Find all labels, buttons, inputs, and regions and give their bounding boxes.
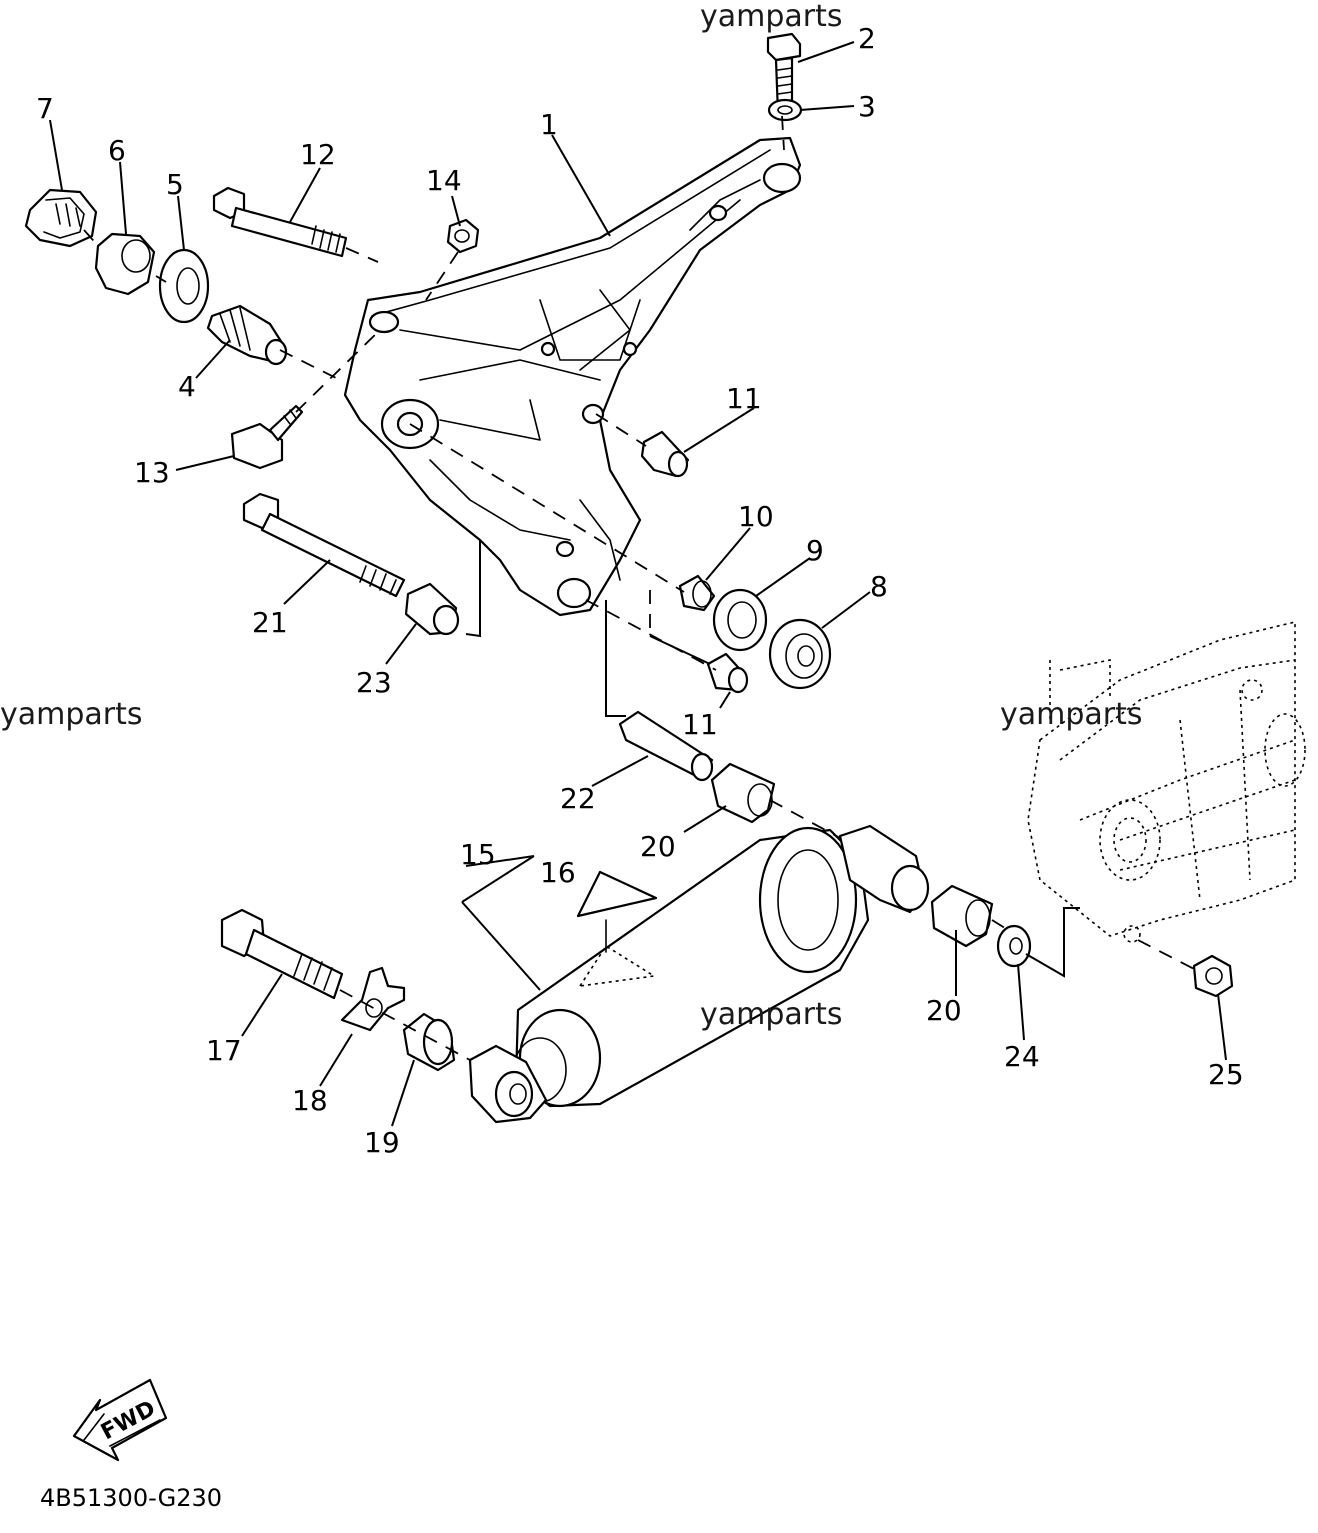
callout-14: 14 xyxy=(426,164,462,197)
callout-25: 25 xyxy=(1208,1058,1244,1091)
collar-part-4 xyxy=(206,304,288,366)
plate-part-18 xyxy=(340,966,406,1032)
bolt-part-21 xyxy=(242,492,406,598)
collar-part-20-top xyxy=(710,762,776,824)
watermark: yamparts xyxy=(700,0,843,34)
callout-7: 7 xyxy=(36,92,54,125)
callout-6: 6 xyxy=(108,134,126,167)
bearing-part-8 xyxy=(768,618,832,690)
callout-16: 16 xyxy=(540,856,576,889)
callout-24: 24 xyxy=(1004,1040,1040,1073)
callout-3: 3 xyxy=(858,90,876,123)
bolt-part-12 xyxy=(212,186,348,258)
watermark: yamparts xyxy=(700,997,843,1032)
callout-18: 18 xyxy=(292,1084,328,1117)
collar-part-10 xyxy=(678,574,716,612)
shock-absorber-part-15 xyxy=(468,824,930,1124)
collar-part-19 xyxy=(402,1012,456,1072)
callout-23: 23 xyxy=(356,666,392,699)
callout-10: 10 xyxy=(738,500,774,533)
bolt-part-17 xyxy=(220,908,344,1000)
callout-21: 21 xyxy=(252,606,288,639)
callout-19: 19 xyxy=(364,1126,400,1159)
callout-9: 9 xyxy=(806,534,824,567)
collar-part-20-bottom xyxy=(930,884,994,948)
collar-part-23 xyxy=(404,582,460,636)
fwd-arrow-icon: FWD xyxy=(72,1378,168,1462)
crankcase-reference xyxy=(1027,620,1306,943)
callout-8: 8 xyxy=(870,570,888,603)
bracket-part-1 xyxy=(343,136,802,617)
watermark: yamparts xyxy=(0,697,143,732)
washer-part-3 xyxy=(767,98,803,122)
leader-lines xyxy=(49,41,1227,1127)
nut-part-25 xyxy=(1192,954,1234,998)
watermark: yamparts xyxy=(1000,697,1143,732)
callout-20-bottom: 20 xyxy=(926,994,962,1027)
callout-15: 15 xyxy=(460,838,496,871)
collar-part-11-bottom xyxy=(706,652,749,694)
callout-2: 2 xyxy=(858,22,876,55)
cover-part-7 xyxy=(24,188,98,248)
callout-17: 17 xyxy=(206,1034,242,1067)
callout-11-bottom: 11 xyxy=(682,708,718,741)
callout-20-top: 20 xyxy=(640,830,676,863)
bearing-part-9 xyxy=(712,588,768,652)
assembly-lines xyxy=(83,115,1197,1061)
callout-22: 22 xyxy=(560,782,596,815)
washer-part-24 xyxy=(996,924,1032,968)
callout-1: 1 xyxy=(540,108,558,141)
callout-5: 5 xyxy=(166,168,184,201)
callout-11-top: 11 xyxy=(726,382,762,415)
callout-13: 13 xyxy=(134,456,170,489)
nut-part-6 xyxy=(94,232,156,296)
collar-part-11-top xyxy=(640,430,690,478)
nut-part-14 xyxy=(446,218,480,254)
label-part-16 xyxy=(576,870,658,988)
callout-12: 12 xyxy=(300,138,336,171)
diagram-code: 4B51300-G230 xyxy=(40,1484,222,1512)
bolt-part-13 xyxy=(230,404,304,470)
callout-4: 4 xyxy=(178,370,196,403)
washer-part-5 xyxy=(158,248,210,324)
collar-part-22 xyxy=(618,710,714,782)
